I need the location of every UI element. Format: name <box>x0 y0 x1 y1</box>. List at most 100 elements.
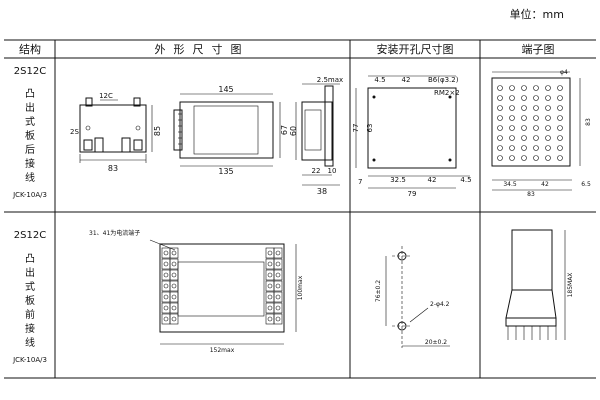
row2-char: 前 <box>25 308 35 321</box>
terminal-hole <box>557 115 563 121</box>
header-mounting: 安装开孔尺寸图 <box>377 42 454 56</box>
row1-terminal-h: 83 <box>585 118 592 126</box>
row1-end-b3: 38 <box>317 187 327 196</box>
row2-terminal-h: 185MAX <box>567 273 574 298</box>
terminal-screw <box>267 261 273 267</box>
row2-front-note: 31、41为电流端子 <box>89 229 140 237</box>
row1-front-top-label: 12C <box>99 92 113 100</box>
terminal-screw <box>275 283 281 289</box>
row2-terminal-cells <box>161 247 283 325</box>
terminal-hole <box>509 115 515 121</box>
terminal-screw <box>171 250 177 256</box>
terminal-screw <box>267 283 273 289</box>
terminal-screw <box>163 305 169 311</box>
terminal-screw <box>163 294 169 300</box>
terminal-hole <box>521 115 527 121</box>
terminal-hole <box>521 95 527 101</box>
row1-char: 板 <box>25 129 35 142</box>
terminal-cell <box>265 280 275 292</box>
terminal-hole <box>497 95 503 101</box>
terminal-screw <box>275 316 281 322</box>
terminal-hole <box>545 115 551 121</box>
terminal-cell <box>161 247 171 259</box>
terminal-cell <box>169 269 179 281</box>
terminal-screw <box>171 316 177 322</box>
row1-end-b2: 10 <box>328 167 337 175</box>
terminal-hole <box>533 135 539 141</box>
terminal-hole <box>497 135 503 141</box>
terminal-cell <box>265 291 275 303</box>
terminal-hole <box>533 85 539 91</box>
terminal-hole <box>557 85 563 91</box>
terminal-hole <box>497 125 503 131</box>
terminal-cell <box>273 313 283 325</box>
row1-char: 出 <box>25 101 35 114</box>
terminal-screw <box>275 261 281 267</box>
terminal-hole <box>497 85 503 91</box>
terminal-hole <box>545 155 551 161</box>
terminal-hole <box>521 135 527 141</box>
terminal-hole <box>545 125 551 131</box>
row1-terminal: φ4 83 34.5 42 6.5 83 <box>491 69 592 198</box>
row1-front-side-label: 2S <box>70 128 79 136</box>
row1-cutout-holes: B6(φ3.2) <box>428 76 459 84</box>
terminal-screw <box>267 316 273 322</box>
terminal-cell <box>265 247 275 259</box>
terminal-cell <box>265 302 275 314</box>
terminal-hole <box>557 135 563 141</box>
terminal-cell <box>161 280 171 292</box>
terminal-hole <box>521 105 527 111</box>
terminal-cell <box>161 291 171 303</box>
row2-cutout-v: 76±0.2 <box>375 280 382 302</box>
row1-char: 后 <box>25 144 35 156</box>
row1-cutout: 4.5 42 B6(φ3.2) RM2×2 77 63 32.5 42 4.5 … <box>352 75 472 198</box>
terminal-cell <box>273 302 283 314</box>
row1-cutout-rm: RM2×2 <box>434 89 460 97</box>
row1-code: JCK-10A/3 <box>12 191 47 199</box>
terminal-hole <box>545 135 551 141</box>
terminal-screw <box>163 272 169 278</box>
terminal-hole <box>557 95 563 101</box>
terminal-hole <box>521 125 527 131</box>
terminal-hole <box>545 85 551 91</box>
row1-front-height: 85 <box>153 126 162 136</box>
row1-cutout-d2: 42 <box>428 176 437 184</box>
row1-cutout-d3: 4.5 <box>460 176 471 184</box>
terminal-hole <box>509 105 515 111</box>
terminal-cell <box>161 258 171 270</box>
row1-terminal-w2: 42 <box>541 181 549 188</box>
row1-terminal-top: φ4 <box>560 69 568 76</box>
row1-cutout-d1: 32.5 <box>390 176 406 184</box>
terminal-screw <box>163 261 169 267</box>
row1-structure: 2S12C 凸 出 式 板 后 接 线 JCK-10A/3 <box>12 66 47 199</box>
row1-terminal-w1: 34.5 <box>503 181 517 188</box>
terminal-hole <box>497 105 503 111</box>
terminal-hole <box>557 145 563 151</box>
terminal-hole <box>557 105 563 111</box>
row1-side-height: 67 <box>280 125 289 135</box>
row2-char: 线 <box>25 336 35 349</box>
terminal-cell <box>273 291 283 303</box>
row1-cutout-h2: 63 <box>366 124 374 133</box>
terminal-hole <box>509 145 515 151</box>
terminal-hole <box>533 95 539 101</box>
row1-side-view: 145 135 67 <box>173 85 289 176</box>
row1-char: 式 <box>25 115 35 128</box>
row2-char: 凸 <box>25 253 35 265</box>
header-outline: 外形尺寸图 <box>155 42 250 56</box>
terminal-screw <box>267 294 273 300</box>
row1-end-top: 2.5max <box>317 76 343 84</box>
row1-end-b1: 22 <box>312 167 321 175</box>
row1-end-view: 2.5max 60 22 10 38 <box>289 76 343 196</box>
terminal-cell <box>273 258 283 270</box>
terminal-cell <box>273 269 283 281</box>
terminal-screw <box>275 294 281 300</box>
terminal-hole <box>509 85 515 91</box>
terminal-cell <box>169 302 179 314</box>
terminal-cell <box>161 302 171 314</box>
terminal-hole <box>497 115 503 121</box>
row2-code: JCK-10A/3 <box>12 356 47 364</box>
row1-terminal-w3: 6.5 <box>581 181 591 188</box>
terminal-screw <box>275 305 281 311</box>
